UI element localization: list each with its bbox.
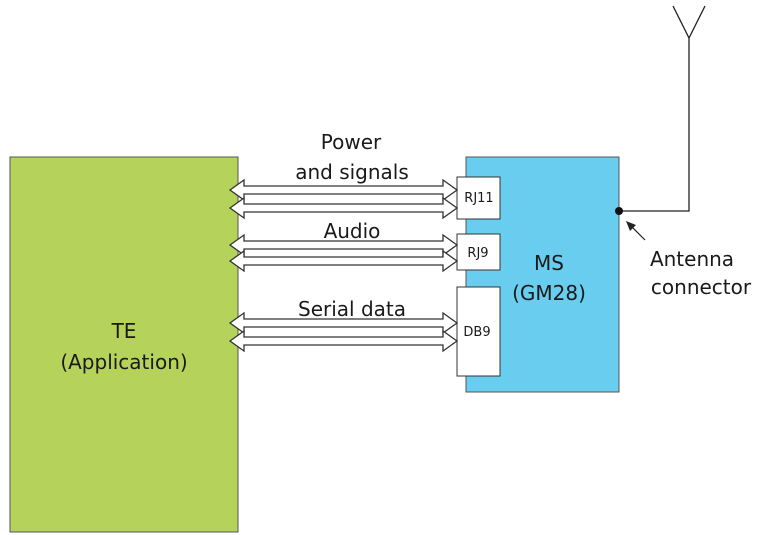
rj11-label: RJ11 — [464, 191, 493, 206]
antenna-connector-pointer — [626, 221, 646, 241]
audio-label: Audio — [324, 219, 381, 243]
ms-label: MS — [534, 251, 564, 275]
antenna-connector-dot — [615, 207, 623, 215]
ms-sublabel: (GM28) — [512, 281, 586, 305]
db9-label: DB9 — [463, 325, 490, 340]
power-label-line2: and signals — [295, 160, 409, 184]
power-label-line1: Power — [321, 130, 382, 154]
rj9-connector — [456, 233, 501, 271]
serial-label: Serial data — [298, 297, 406, 321]
te-block — [9, 156, 239, 533]
db9-connector — [456, 286, 501, 377]
antenna-connector-label-line2: connector — [651, 275, 752, 299]
antenna-feed-line — [619, 38, 690, 212]
rj11-connector — [456, 176, 501, 220]
antenna-connector-label-line1: Antenna — [650, 247, 734, 271]
te-sublabel: (Application) — [60, 350, 187, 374]
audio-arrow-bottom — [228, 249, 459, 273]
power-arrow-bottom — [228, 196, 459, 220]
serial-arrow-bottom — [228, 329, 459, 353]
power-arrow-top — [228, 178, 459, 202]
serial-arrow-top — [228, 311, 459, 335]
antenna-icon — [672, 5, 706, 39]
rj9-label: RJ9 — [467, 246, 488, 261]
te-label: TE — [111, 319, 137, 343]
